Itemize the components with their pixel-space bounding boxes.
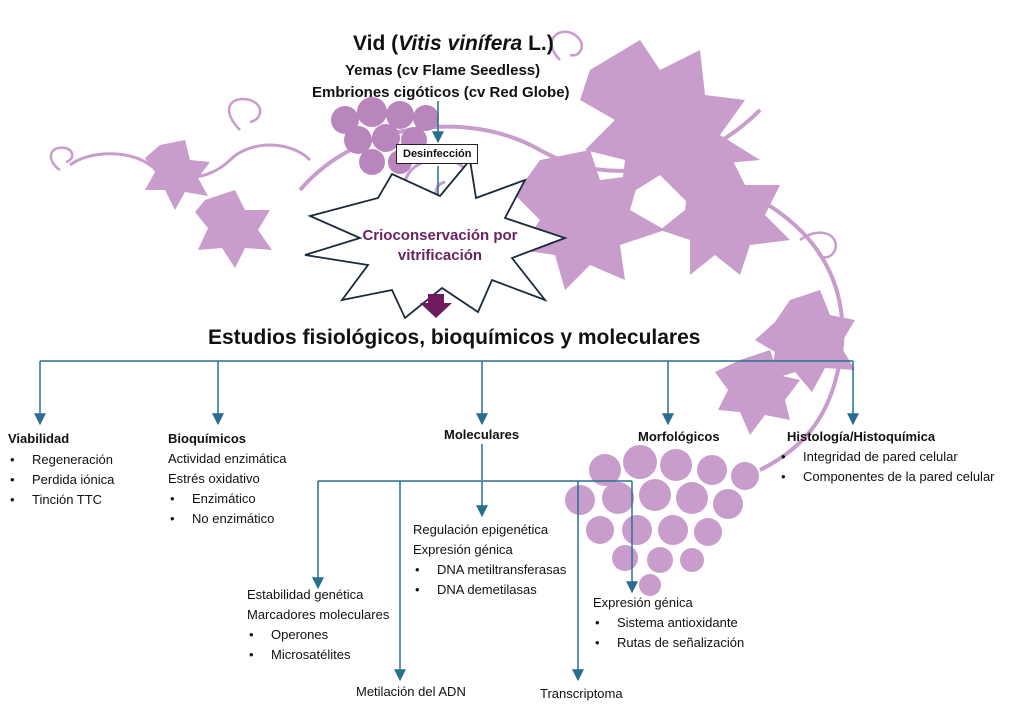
bioquimicos-title: Bioquímicos xyxy=(168,431,247,446)
list-item: DNA demetilasas xyxy=(413,580,566,600)
bioquimicos-line: Estrés oxidativo xyxy=(168,471,260,486)
vine-tendril-top xyxy=(550,30,583,61)
bioquimicos-line: Actividad enzimática xyxy=(168,451,287,466)
bioquimicos-lines: Actividad enzimática Estrés oxidativo xyxy=(168,449,287,489)
list-item: No enzimático xyxy=(168,509,274,529)
histologia-title: Histología/Histoquímica xyxy=(787,429,936,444)
transcriptoma-label: Transcriptoma xyxy=(540,686,623,701)
list-item: Regeneración xyxy=(8,450,114,470)
genetica-line: Estabilidad genética xyxy=(247,587,364,602)
list-item: Microsatélites xyxy=(247,645,350,665)
leaf-left-small xyxy=(145,140,210,210)
genetica-line: Marcadores moleculares xyxy=(247,607,390,622)
epigenetica-line: Expresión génica xyxy=(413,542,513,557)
leaf-center-left xyxy=(195,190,272,268)
epigenetica-list: DNA metiltransferasas DNA demetilasas xyxy=(413,560,566,600)
bioquimicos-list: Enzimático No enzimático xyxy=(168,489,274,529)
title-suffix: L.) xyxy=(522,32,554,55)
genetica-list: Operones Microsatélites xyxy=(247,625,350,665)
subtitle-embriones: Embriones cigóticos (cv Red Globe) xyxy=(312,84,570,101)
title-species: Vitis vinífera xyxy=(398,32,523,55)
list-item: Operones xyxy=(247,625,350,645)
genetica-lines: Estabilidad genética Marcadores molecula… xyxy=(247,585,389,625)
list-item: Sistema antioxidante xyxy=(593,613,744,633)
list-item: Componentes de la pared celular xyxy=(779,467,995,487)
list-item: Integridad de pared celular xyxy=(779,447,995,467)
main-heading: Estudios fisiológicos, bioquímicos y mol… xyxy=(208,326,701,349)
leaf-lower-right xyxy=(755,290,855,392)
desinfeccion-box: Desinfección xyxy=(396,144,479,164)
expresion-list: Sistema antioxidante Rutas de señalizaci… xyxy=(593,613,744,653)
vine-tendril-right xyxy=(799,231,837,259)
title-prefix: Vid ( xyxy=(353,32,399,55)
viabilidad-title: Viabilidad xyxy=(8,431,70,446)
moleculares-title: Moleculares xyxy=(444,427,520,442)
metilacion-label: Metilación del ADN xyxy=(356,684,466,699)
leaf-center-right xyxy=(515,150,665,290)
leaf-low-mid xyxy=(715,350,800,435)
leaf-mid-right xyxy=(660,155,790,275)
viabilidad-list: Regeneración Perdida iónica Tinción TTC xyxy=(8,450,114,510)
grape-cluster-bottom xyxy=(565,445,759,596)
vine-tendril-left xyxy=(228,97,262,131)
vine-tendril-left2 xyxy=(49,146,74,172)
starburst-shape xyxy=(304,157,568,320)
title-vid: Vid (Vitis vinífera L.) xyxy=(353,32,554,56)
list-item: Perdida iónica xyxy=(8,470,114,490)
list-item: Rutas de señalización xyxy=(593,633,744,653)
expresion-lines: Expresión génica xyxy=(593,593,693,613)
star-line-1: Crioconservación por xyxy=(362,227,518,244)
list-item: Tinción TTC xyxy=(8,490,114,510)
morfologicos-title: Morfológicos xyxy=(638,429,720,444)
down-arrow-shape xyxy=(420,294,452,318)
star-line-2: vitrificación xyxy=(397,247,483,264)
subtitle-yemas: Yemas (cv Flame Seedless) xyxy=(345,62,541,79)
starburst-label: Crioconservación por vitrificación xyxy=(340,226,540,266)
expresion-line: Expresión génica xyxy=(593,595,693,610)
histologia-list: Integridad de pared celular Componentes … xyxy=(779,447,995,487)
list-item: Enzimático xyxy=(168,489,274,509)
list-item: DNA metiltransferasas xyxy=(413,560,566,580)
epigenetica-lines: Regulación epigenética Expresión génica xyxy=(413,520,548,560)
epigenetica-line: Regulación epigenética xyxy=(413,522,549,537)
